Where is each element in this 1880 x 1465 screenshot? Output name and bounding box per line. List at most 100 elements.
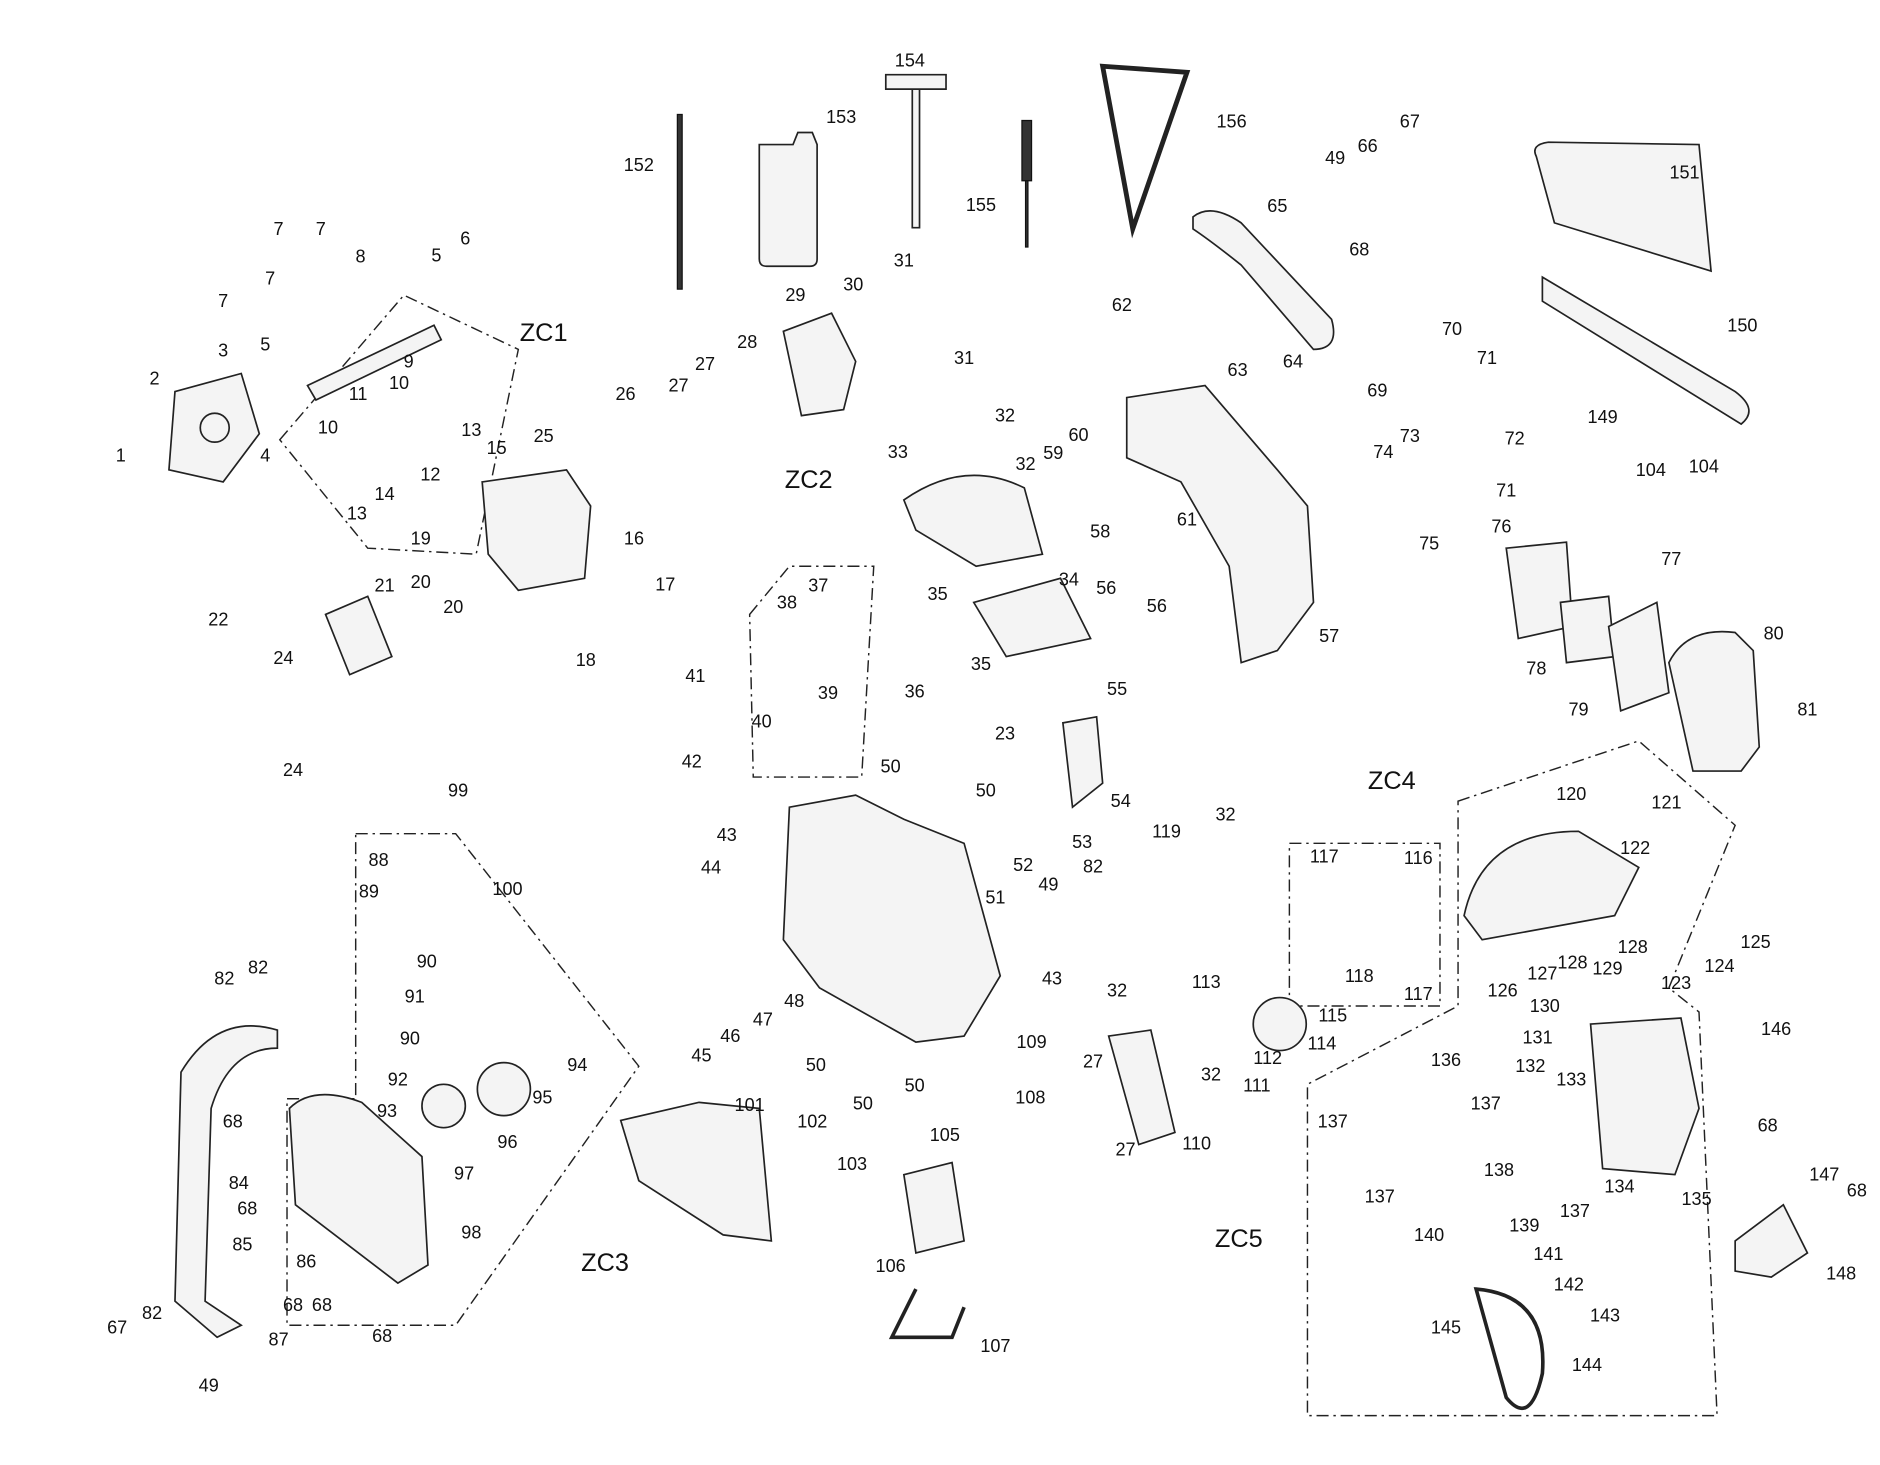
part-number-label: 96 [497,1132,517,1152]
part-number-label: 35 [971,654,991,674]
part-number-label: 36 [905,682,925,702]
part-number-label: 50 [905,1076,925,1096]
flywheel-hub [199,412,231,443]
part-number-label: 108 [1015,1088,1045,1108]
part-number-label: 78 [1526,659,1546,679]
combination-wrench [884,73,947,229]
part-number-label: 75 [1419,533,1439,553]
part-number-label: 68 [283,1295,303,1315]
part-number-label: 98 [461,1223,481,1243]
part-number-label: 12 [420,465,440,485]
part-number-label: 92 [388,1069,408,1089]
part-number-label: 68 [1349,239,1369,259]
part-number-label: 133 [1556,1069,1586,1089]
group-label-zc5: ZC5 [1215,1225,1263,1253]
group-zc5-boundary [1306,740,1737,1417]
side-cover [1589,1017,1700,1176]
part-number-label: 94 [567,1055,587,1075]
part-number-label: 32 [1015,454,1035,474]
part-number-label: 127 [1527,963,1557,983]
part-number-label: 93 [377,1101,397,1121]
part-number-label: 114 [1308,1033,1337,1053]
part-number-label: 136 [1431,1050,1461,1070]
part-number-label: 119 [1152,821,1181,841]
part-number-label: 90 [400,1029,420,1049]
part-number-label: 10 [318,418,338,438]
guide-bar [1541,275,1750,426]
part-number-label: 151 [1669,162,1699,182]
part-number-label: 31 [954,348,974,368]
part-number-label: 41 [685,666,705,686]
part-number-label: 43 [717,825,737,845]
part-number-label: 63 [1228,360,1248,380]
part-number-label: 51 [985,888,1005,908]
part-number-label: 55 [1107,679,1127,699]
part-number-label: 109 [1016,1032,1046,1052]
part-number-label: 66 [1358,136,1378,156]
chain-brake-plate [1061,715,1104,809]
part-number-label: 15 [487,438,507,458]
group-label-zc4: ZC4 [1368,767,1416,795]
part-number-label: 141 [1533,1244,1563,1264]
part-number-label: 27 [1083,1051,1103,1071]
clutch-cover-plate [1107,1029,1176,1146]
part-number-label: 57 [1319,626,1339,646]
part-number-label: 46 [720,1026,740,1046]
part-number-label: 17 [655,574,675,594]
part-number-label: 7 [274,219,284,239]
clutch-drum [1252,996,1308,1052]
part-number-label: 113 [1192,972,1221,992]
part-number-label: 104 [1636,460,1666,480]
part-number-label: 60 [1069,425,1089,445]
part-number-label: 91 [405,986,425,1006]
filter-element [1607,601,1670,712]
part-number-label: 100 [492,879,522,899]
part-number-label: 106 [876,1256,906,1276]
part-number-label: 20 [411,572,431,592]
gasket-plate [972,577,1092,658]
screwdriver [1021,119,1033,248]
part-number-label: 19 [411,529,431,549]
part-number-label: 137 [1318,1112,1348,1132]
part-number-label: 50 [853,1094,873,1114]
group-label-zc3: ZC3 [581,1249,629,1277]
part-number-label: 1 [116,445,126,465]
part-number-label: 27 [695,354,715,374]
part-number-label: 72 [1505,429,1525,449]
handle-bar [174,1025,279,1339]
part-number-label: 20 [443,597,463,617]
part-number-label: 7 [265,268,275,288]
part-number-label: 117 [1404,984,1433,1004]
part-number-label: 149 [1588,407,1618,427]
part-number-label: 148 [1826,1263,1856,1283]
cylinder [481,468,592,592]
part-number-label: 122 [1620,838,1650,858]
harness-strap [1099,63,1191,239]
part-number-label: 50 [881,756,901,776]
starter-pulley [476,1061,532,1117]
part-number-label: 85 [232,1235,252,1255]
part-number-label: 71 [1477,348,1497,368]
part-number-label: 117 [1310,847,1339,867]
group-zc2-boundary [748,565,875,778]
part-number-label: 32 [1215,804,1235,824]
part-number-label: 67 [1400,112,1420,132]
part-number-label: 74 [1373,442,1393,462]
part-number-label: 53 [1072,832,1092,852]
recoil-spring [421,1083,467,1129]
part-number-label: 82 [1083,856,1103,876]
part-number-label: 152 [624,155,654,175]
part-number-label: 32 [1201,1065,1221,1085]
part-number-label: 65 [1267,196,1287,216]
fuel-hose [888,1288,966,1340]
part-number-label: 50 [976,780,996,800]
part-number-label: 48 [784,991,804,1011]
muffler [782,312,857,417]
part-number-label: 14 [375,484,395,504]
part-number-label: 68 [1847,1180,1867,1200]
part-number-label: 68 [237,1198,257,1218]
part-number-label: 9 [404,351,414,371]
part-number-label: 126 [1488,980,1518,1000]
part-number-label: 68 [372,1326,392,1346]
part-number-label: 5 [260,335,270,355]
